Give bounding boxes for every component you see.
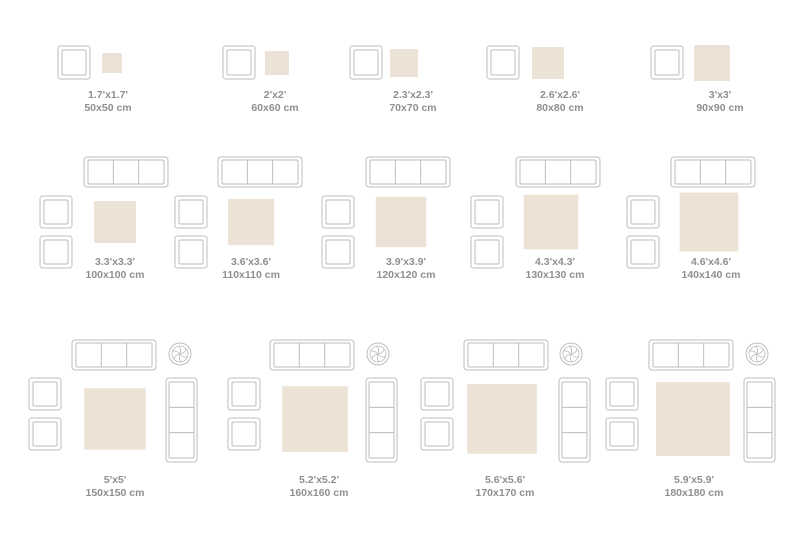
sofa-icon bbox=[463, 339, 549, 371]
size-label: 4.6'x4.6'140x140 cm bbox=[651, 256, 771, 281]
armchair-icon bbox=[605, 377, 639, 411]
rug-swatch bbox=[679, 192, 739, 252]
side-table-icon bbox=[745, 342, 769, 366]
size-feet: 5.6'x5.6' bbox=[484, 474, 526, 486]
size-label: 3'x3'90x90 cm bbox=[660, 89, 780, 114]
rug-swatch bbox=[102, 53, 122, 73]
size-feet: 2'x2' bbox=[263, 89, 287, 101]
size-feet: 2.6'x2.6' bbox=[539, 89, 581, 101]
size-cm: 130x130 cm bbox=[525, 268, 585, 281]
sofa-icon bbox=[670, 156, 756, 188]
rug-swatch bbox=[390, 49, 418, 77]
size-cm: 150x150 cm bbox=[85, 486, 145, 499]
armchair-icon bbox=[39, 235, 73, 269]
size-label: 2.3'x2.3'70x70 cm bbox=[353, 89, 473, 114]
rug-swatch bbox=[94, 201, 136, 243]
rug-swatch bbox=[84, 388, 146, 450]
rug-swatch bbox=[227, 198, 275, 246]
armchair-icon bbox=[420, 377, 454, 411]
armchair-icon bbox=[28, 417, 62, 451]
armchair-icon bbox=[626, 235, 660, 269]
armchair-icon bbox=[349, 45, 383, 80]
armchair-icon bbox=[227, 377, 261, 411]
size-cm: 180x180 cm bbox=[664, 486, 724, 499]
armchair-icon bbox=[650, 45, 684, 80]
size-cm: 70x70 cm bbox=[389, 101, 437, 114]
rug-swatch bbox=[694, 45, 730, 81]
armchair-icon bbox=[222, 45, 256, 80]
size-cm: 160x160 cm bbox=[289, 486, 349, 499]
rug-swatch bbox=[265, 51, 289, 75]
size-cm: 100x100 cm bbox=[85, 268, 145, 281]
size-label: 3.9'x3.9'120x120 cm bbox=[346, 256, 466, 281]
size-label: 5.6'x5.6'170x170 cm bbox=[445, 474, 565, 499]
size-feet: 4.6'x4.6' bbox=[690, 256, 732, 268]
sofa-icon bbox=[648, 339, 734, 371]
sofa-icon bbox=[269, 339, 355, 371]
sofa-icon bbox=[365, 156, 451, 188]
size-feet: 5'x5' bbox=[103, 474, 127, 486]
sofa-icon bbox=[217, 156, 303, 188]
size-cm: 90x90 cm bbox=[696, 101, 744, 114]
size-cm: 110x110 cm bbox=[222, 268, 280, 281]
size-feet: 3.6'x3.6' bbox=[230, 256, 272, 268]
rug-swatch bbox=[532, 47, 564, 79]
size-cm: 120x120 cm bbox=[376, 268, 436, 281]
sofa-icon bbox=[365, 377, 398, 463]
size-feet: 2.3'x2.3' bbox=[392, 89, 434, 101]
size-feet: 1.7'x1.7' bbox=[87, 89, 129, 101]
size-feet: 3'x3' bbox=[708, 89, 732, 101]
armchair-icon bbox=[420, 417, 454, 451]
size-label: 5.9'x5.9'180x180 cm bbox=[634, 474, 754, 499]
armchair-icon bbox=[174, 235, 208, 269]
sofa-icon bbox=[558, 377, 591, 463]
size-feet: 4.3'x4.3' bbox=[534, 256, 576, 268]
side-table-icon bbox=[366, 342, 390, 366]
size-feet: 3.9'x3.9' bbox=[385, 256, 427, 268]
size-label: 2'x2'60x60 cm bbox=[215, 89, 335, 114]
size-cm: 170x170 cm bbox=[475, 486, 535, 499]
size-feet: 5.9'x5.9' bbox=[673, 474, 715, 486]
rug-swatch bbox=[523, 194, 579, 250]
rug-swatch bbox=[467, 384, 537, 454]
armchair-icon bbox=[28, 377, 62, 411]
side-table-icon bbox=[559, 342, 583, 366]
armchair-icon bbox=[174, 195, 208, 229]
armchair-icon bbox=[486, 45, 520, 80]
rug-swatch bbox=[282, 386, 348, 452]
sofa-icon bbox=[743, 377, 776, 463]
armchair-icon bbox=[626, 195, 660, 229]
sofa-icon bbox=[83, 156, 169, 188]
armchair-icon bbox=[321, 235, 355, 269]
size-cm: 50x50 cm bbox=[84, 101, 132, 114]
size-feet: 3.3'x3.3' bbox=[94, 256, 136, 268]
armchair-icon bbox=[470, 235, 504, 269]
size-feet: 5.2'x5.2' bbox=[298, 474, 340, 486]
side-table-icon bbox=[168, 342, 192, 366]
rug-swatch bbox=[656, 382, 730, 456]
sofa-icon bbox=[71, 339, 157, 371]
rug-swatch bbox=[375, 196, 427, 248]
size-label: 3.6'x3.6'110x110 cm bbox=[191, 256, 311, 281]
armchair-icon bbox=[39, 195, 73, 229]
size-cm: 60x60 cm bbox=[251, 101, 299, 114]
armchair-icon bbox=[227, 417, 261, 451]
size-label: 1.7'x1.7'50x50 cm bbox=[48, 89, 168, 114]
sofa-icon bbox=[515, 156, 601, 188]
armchair-icon bbox=[321, 195, 355, 229]
size-label: 3.3'x3.3'100x100 cm bbox=[55, 256, 175, 281]
armchair-icon bbox=[57, 45, 91, 80]
size-label: 4.3'x4.3'130x130 cm bbox=[495, 256, 615, 281]
size-cm: 140x140 cm bbox=[681, 268, 741, 281]
armchair-icon bbox=[605, 417, 639, 451]
size-label: 5.2'x5.2'160x160 cm bbox=[259, 474, 379, 499]
armchair-icon bbox=[470, 195, 504, 229]
sofa-icon bbox=[165, 377, 198, 463]
size-label: 2.6'x2.6'80x80 cm bbox=[500, 89, 620, 114]
size-cm: 80x80 cm bbox=[536, 101, 584, 114]
size-label: 5'x5'150x150 cm bbox=[55, 474, 175, 499]
